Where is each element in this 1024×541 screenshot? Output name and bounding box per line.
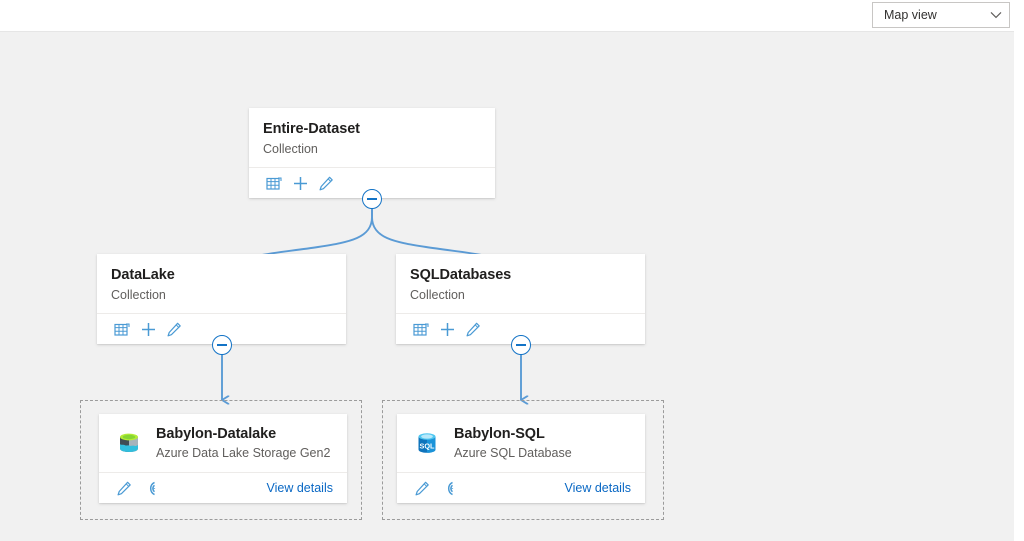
view-assets-icon[interactable] [408, 316, 434, 342]
card-title: Entire-Dataset [263, 121, 360, 137]
card-subtitle: Collection [410, 288, 465, 302]
edit-icon[interactable] [313, 170, 339, 196]
edit-icon[interactable] [409, 475, 435, 501]
asset-subtitle: Azure Data Lake Storage Gen2 [156, 446, 331, 460]
asset-body: SQL Babylon-SQL Azure SQL Database [397, 414, 645, 472]
minus-circle-icon [217, 344, 227, 346]
azure-data-lake-storage-icon [114, 428, 144, 458]
card-subtitle: Collection [111, 288, 166, 302]
add-icon[interactable] [287, 170, 313, 196]
card-body: DataLake Collection [97, 254, 346, 313]
collection-card-sqldatabases[interactable]: SQLDatabases Collection [396, 254, 645, 344]
asset-title: Babylon-SQL [454, 426, 545, 442]
add-icon[interactable] [135, 316, 161, 342]
collapse-toggle-sqldatabases[interactable] [511, 335, 531, 355]
view-selector-value: Map view [884, 8, 937, 22]
asset-subtitle: Azure SQL Database [454, 446, 572, 460]
scan-icon[interactable] [137, 475, 163, 501]
asset-text: Babylon-SQL Azure SQL Database [454, 425, 572, 461]
minus-circle-icon [367, 198, 377, 200]
asset-title: Babylon-Datalake [156, 426, 277, 442]
chevron-down-icon [983, 3, 1009, 27]
card-title: SQLDatabases [410, 267, 512, 283]
card-footer [249, 167, 495, 198]
asset-footer: View details [99, 472, 347, 503]
card-footer [97, 313, 346, 344]
asset-card-babylon-sql[interactable]: SQL Babylon-SQL Azure SQL Database [397, 414, 645, 503]
add-icon[interactable] [434, 316, 460, 342]
asset-body: Babylon-Datalake Azure Data Lake Storage… [99, 414, 347, 472]
page-header: Map view [0, 0, 1024, 31]
minus-circle-icon [516, 344, 526, 346]
edit-icon[interactable] [161, 316, 187, 342]
card-subtitle: Collection [263, 142, 318, 156]
asset-footer: View details [397, 472, 645, 503]
asset-card-babylon-datalake[interactable]: Babylon-Datalake Azure Data Lake Storage… [99, 414, 347, 503]
card-title: DataLake [111, 267, 175, 283]
card-footer [396, 313, 645, 344]
scan-icon[interactable] [435, 475, 461, 501]
edit-icon[interactable] [460, 316, 486, 342]
asset-text: Babylon-Datalake Azure Data Lake Storage… [156, 425, 330, 461]
asset-group-datalake [80, 400, 362, 520]
asset-group-sqldatabases [382, 400, 664, 520]
collection-card-datalake[interactable]: DataLake Collection [97, 254, 346, 344]
view-details-link[interactable]: View details [564, 481, 631, 495]
edit-icon[interactable] [111, 475, 137, 501]
card-body: SQLDatabases Collection [396, 254, 645, 313]
svg-text:SQL: SQL [420, 442, 436, 451]
view-details-link[interactable]: View details [266, 481, 333, 495]
collection-card-entire-dataset[interactable]: Entire-Dataset Collection [249, 108, 495, 198]
lineage-canvas[interactable]: Entire-Dataset Collection [0, 31, 1014, 541]
collapse-toggle-datalake[interactable] [212, 335, 232, 355]
view-assets-icon[interactable] [109, 316, 135, 342]
card-body: Entire-Dataset Collection [249, 108, 495, 167]
view-assets-icon[interactable] [261, 170, 287, 196]
view-selector[interactable]: Map view [872, 2, 1010, 28]
collapse-toggle-entire-dataset[interactable] [362, 189, 382, 209]
azure-sql-database-icon: SQL [412, 428, 442, 458]
